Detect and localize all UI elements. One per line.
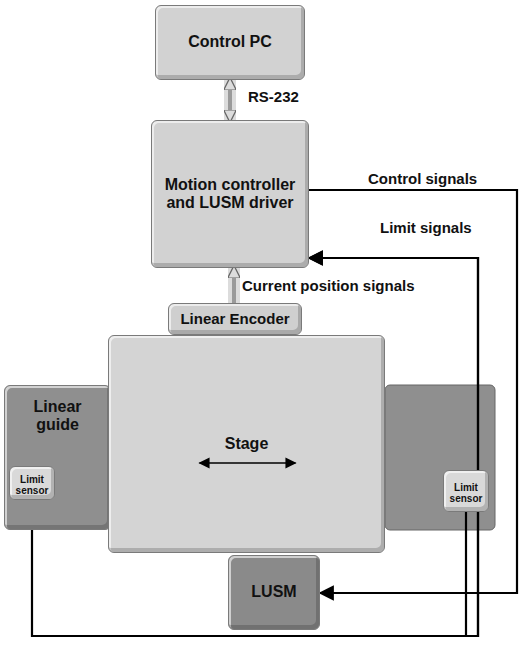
bus-arrow xyxy=(228,80,232,120)
edge-label: Limit signals xyxy=(378,219,474,236)
stage-motion-arrow xyxy=(200,462,296,464)
edge-label: Current position signals xyxy=(240,277,417,294)
wide-arrow-body xyxy=(224,80,236,120)
node-text: Control PC xyxy=(188,33,272,51)
limit-sensor: Limit sensor xyxy=(443,470,489,512)
node-text: Motion controller and LUSM driver xyxy=(158,176,302,213)
node-text: Linear Encoder xyxy=(180,310,289,327)
bus-arrow xyxy=(232,268,236,303)
node-text: Linear guide xyxy=(11,398,104,435)
wide-arrow-body xyxy=(228,268,240,303)
encoder-box: Linear Encoder xyxy=(168,303,302,335)
node-text: Limit sensor xyxy=(446,482,486,505)
node-text: Limit sensor xyxy=(12,474,52,497)
controller-box: Motion controller and LUSM driver xyxy=(151,120,309,268)
limit-sensor: Limit sensor xyxy=(9,466,55,500)
node-text: Stage xyxy=(225,435,269,453)
stage-box: Stage xyxy=(108,335,385,553)
pc-box: Control PC xyxy=(155,5,305,80)
edge-label: Control signals xyxy=(366,170,479,187)
motor-box: LUSM xyxy=(228,555,320,630)
linear-guide: Linear guide xyxy=(4,385,111,530)
edge-label: RS-232 xyxy=(246,88,301,105)
node-text: LUSM xyxy=(251,583,296,601)
